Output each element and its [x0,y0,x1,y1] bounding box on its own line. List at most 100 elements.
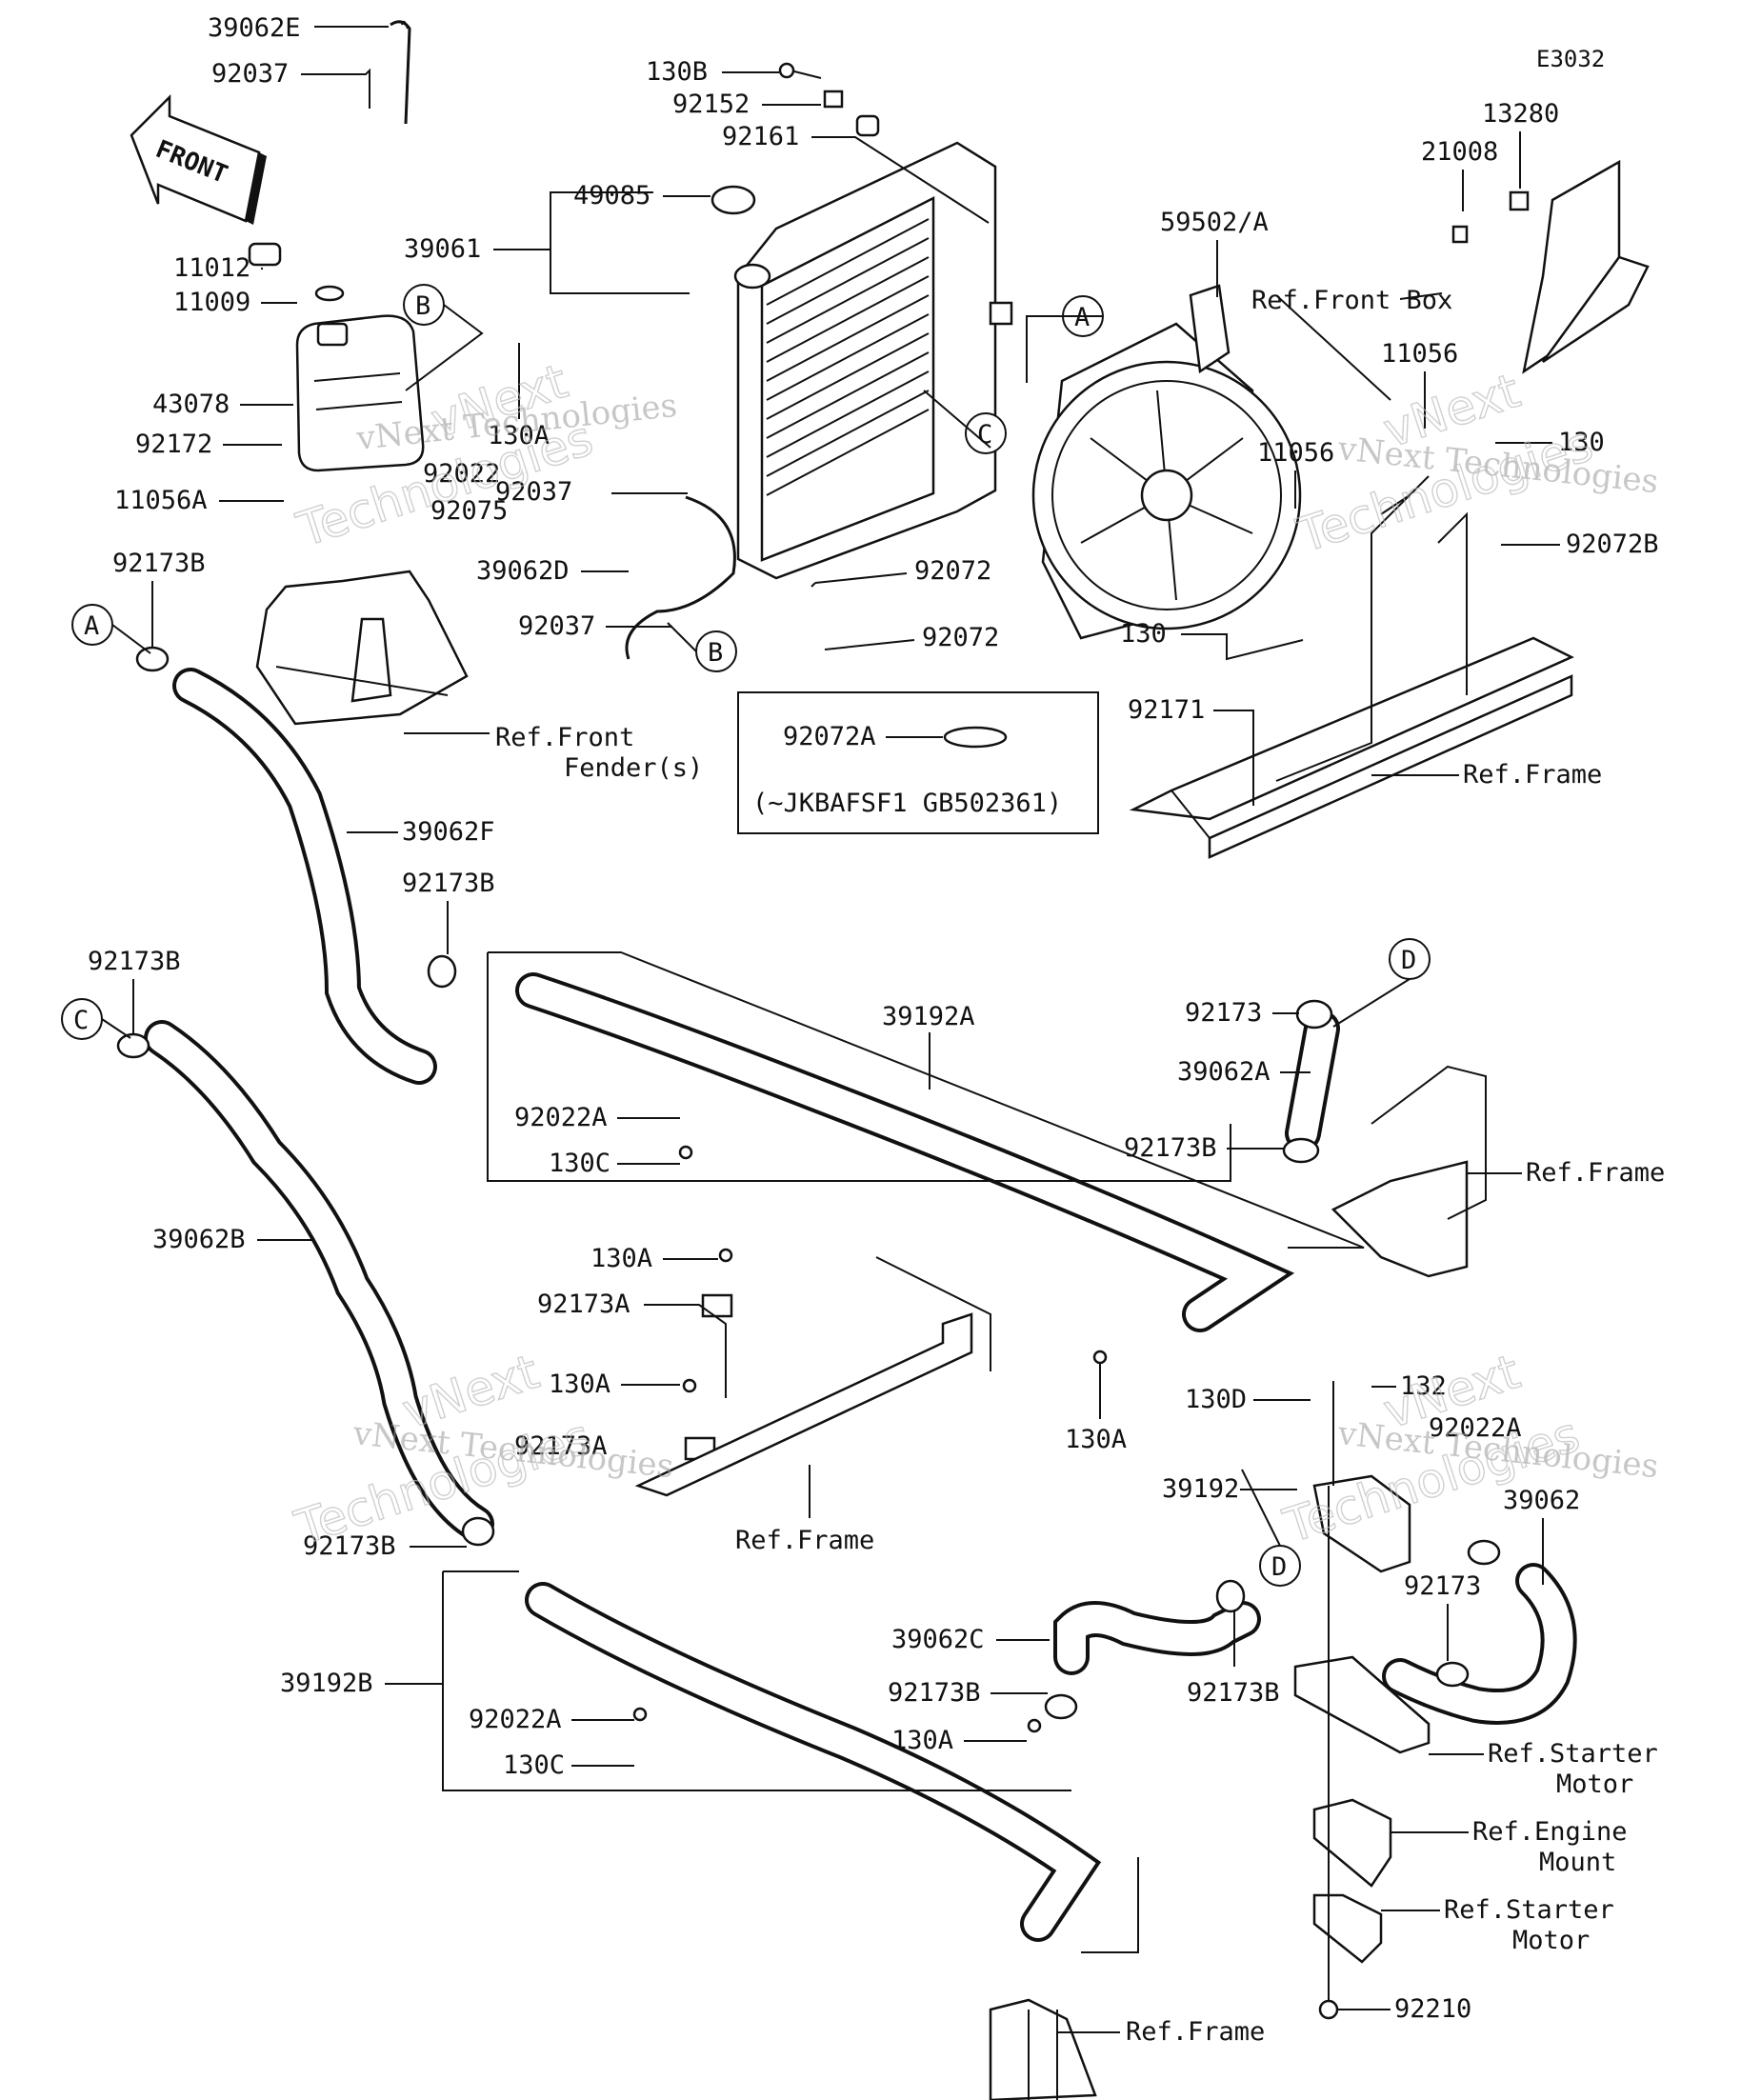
svg-text:D: D [1271,1552,1287,1582]
label-11012: 11012 [173,253,250,283]
label-130A-4: 130A [1065,1425,1127,1454]
engine-brackets [1293,1381,1431,2020]
label-92072-b: 92072 [922,623,999,652]
label-92173A-2: 92173A [514,1431,608,1461]
label-11056-a: 11056 [1381,339,1458,369]
label-39061: 39061 [404,234,481,264]
radiator [710,141,1013,580]
front-arrow-icon: FRONT [130,93,267,225]
label-43078: 43078 [152,390,230,419]
label-39062D: 39062D [476,556,570,586]
label-130A-3: 130A [549,1370,610,1399]
label-92022: 92022 [423,459,500,489]
ref-front-fender-2: Fender(s) [564,753,703,783]
svg-text:vNext: vNext [396,1344,546,1439]
label-59502: 59502/A [1160,208,1269,237]
reservoir-cap-icon [248,242,282,267]
label-92173A-1: 92173A [537,1290,630,1319]
diagram-code: E3032 [1536,46,1605,72]
label-92173B-6: 92173B [888,1678,981,1708]
svg-text:A: A [1074,303,1090,332]
connector-B-2: B [695,630,737,672]
grommet-icon [823,90,844,109]
label-92173: 92173 [1185,998,1262,1028]
note-box-note: (~JKBAFSF1 GB502361) [752,789,1062,818]
label-92075: 92075 [430,496,508,526]
label-92152: 92152 [672,90,750,119]
fan-assembly [1031,284,1391,640]
front-box-ref [1451,159,1650,374]
clamp-icons [116,646,1501,1733]
svg-text:C: C [73,1006,89,1035]
hose-39062D [625,495,736,660]
label-130-b: 130 [1120,619,1167,649]
label-132: 132 [1400,1371,1447,1401]
label-39062A: 39062A [1177,1057,1271,1087]
label-39192: 39192 [1162,1474,1239,1504]
damper-icon [855,114,880,137]
label-130A-5: 130A [891,1726,953,1755]
svg-text:C: C [977,420,992,450]
ref-engine-mount-b: Mount [1539,1848,1616,1877]
label-92173B-7: 92173B [1187,1678,1280,1708]
label-39062C: 39062C [891,1625,985,1654]
ref-starter-motor-1a: Ref.Starter [1488,1739,1658,1769]
label-39062F: 39062F [402,817,495,847]
connector-D-1: D [1389,938,1431,980]
label-130D: 130D [1185,1385,1247,1414]
frame-ref-middle [634,1256,991,1497]
bolt-icon [778,62,795,79]
ref-frame-3: Ref.Frame [735,1526,874,1555]
hose-39062E [390,20,411,125]
label-130A-1: 130A [488,421,550,450]
label-49085: 49085 [573,181,650,210]
label-92173B-3: 92173B [88,947,181,976]
label-92037-c: 92037 [518,611,595,641]
label-92161: 92161 [722,122,799,151]
ref-frame-4: Ref.Frame [1126,2017,1265,2047]
ref-starter-motor-2b: Motor [1512,1926,1590,1955]
label-92037: 92037 [211,59,289,89]
label-39192B: 39192B [280,1669,373,1698]
front-fender-ref [255,570,469,726]
label-92072-a: 92072 [914,556,991,586]
label-39062: 39062 [1503,1486,1580,1515]
svg-text:B: B [415,291,430,321]
svg-text:B: B [708,638,723,668]
note-box-part: 92072A [783,722,876,751]
label-92171: 92171 [1128,695,1205,725]
connector-C-2: C [61,998,103,1040]
ref-starter-motor-1b: Motor [1556,1770,1633,1799]
gasket-icon [314,285,345,302]
ref-starter-motor-2a: Ref.Starter [1444,1895,1614,1925]
label-92022A-3: 92022A [1429,1413,1522,1443]
svg-text:A: A [84,611,99,641]
frame-ref-bottom [989,1998,1097,2100]
reservoir-tank [248,242,425,472]
label-92172: 92172 [135,430,212,459]
label-39192A: 39192A [882,1002,975,1031]
hose-39062F [172,668,437,1085]
connector-A-2: A [71,604,113,646]
connector-B-1: B [403,284,445,326]
label-11056-b: 11056 [1257,438,1334,468]
label-21008: 21008 [1421,137,1498,167]
frame-ref-top [1129,475,1574,859]
label-39062B: 39062B [152,1225,246,1254]
label-130A-2: 130A [590,1244,652,1273]
label-130C-1: 130C [549,1149,610,1178]
clamp-band-icon [943,726,1008,749]
frame-ref-right [1331,1065,1487,1278]
label-92173B-4: 92173B [1124,1133,1217,1163]
ref-front-box: Ref.Front Box [1251,286,1452,315]
label-92173B-1: 92173B [112,549,206,578]
label-130C-2: 130C [503,1750,565,1780]
note-box [737,691,1099,834]
label-92022A-2: 92022A [469,1705,562,1734]
label-11056A: 11056A [114,486,208,515]
ref-frame-2: Ref.Frame [1526,1158,1665,1188]
ref-engine-mount-a: Ref.Engine [1472,1817,1628,1847]
label-92037-b: 92037 [495,477,572,507]
radiator-cap-icon [710,185,756,215]
